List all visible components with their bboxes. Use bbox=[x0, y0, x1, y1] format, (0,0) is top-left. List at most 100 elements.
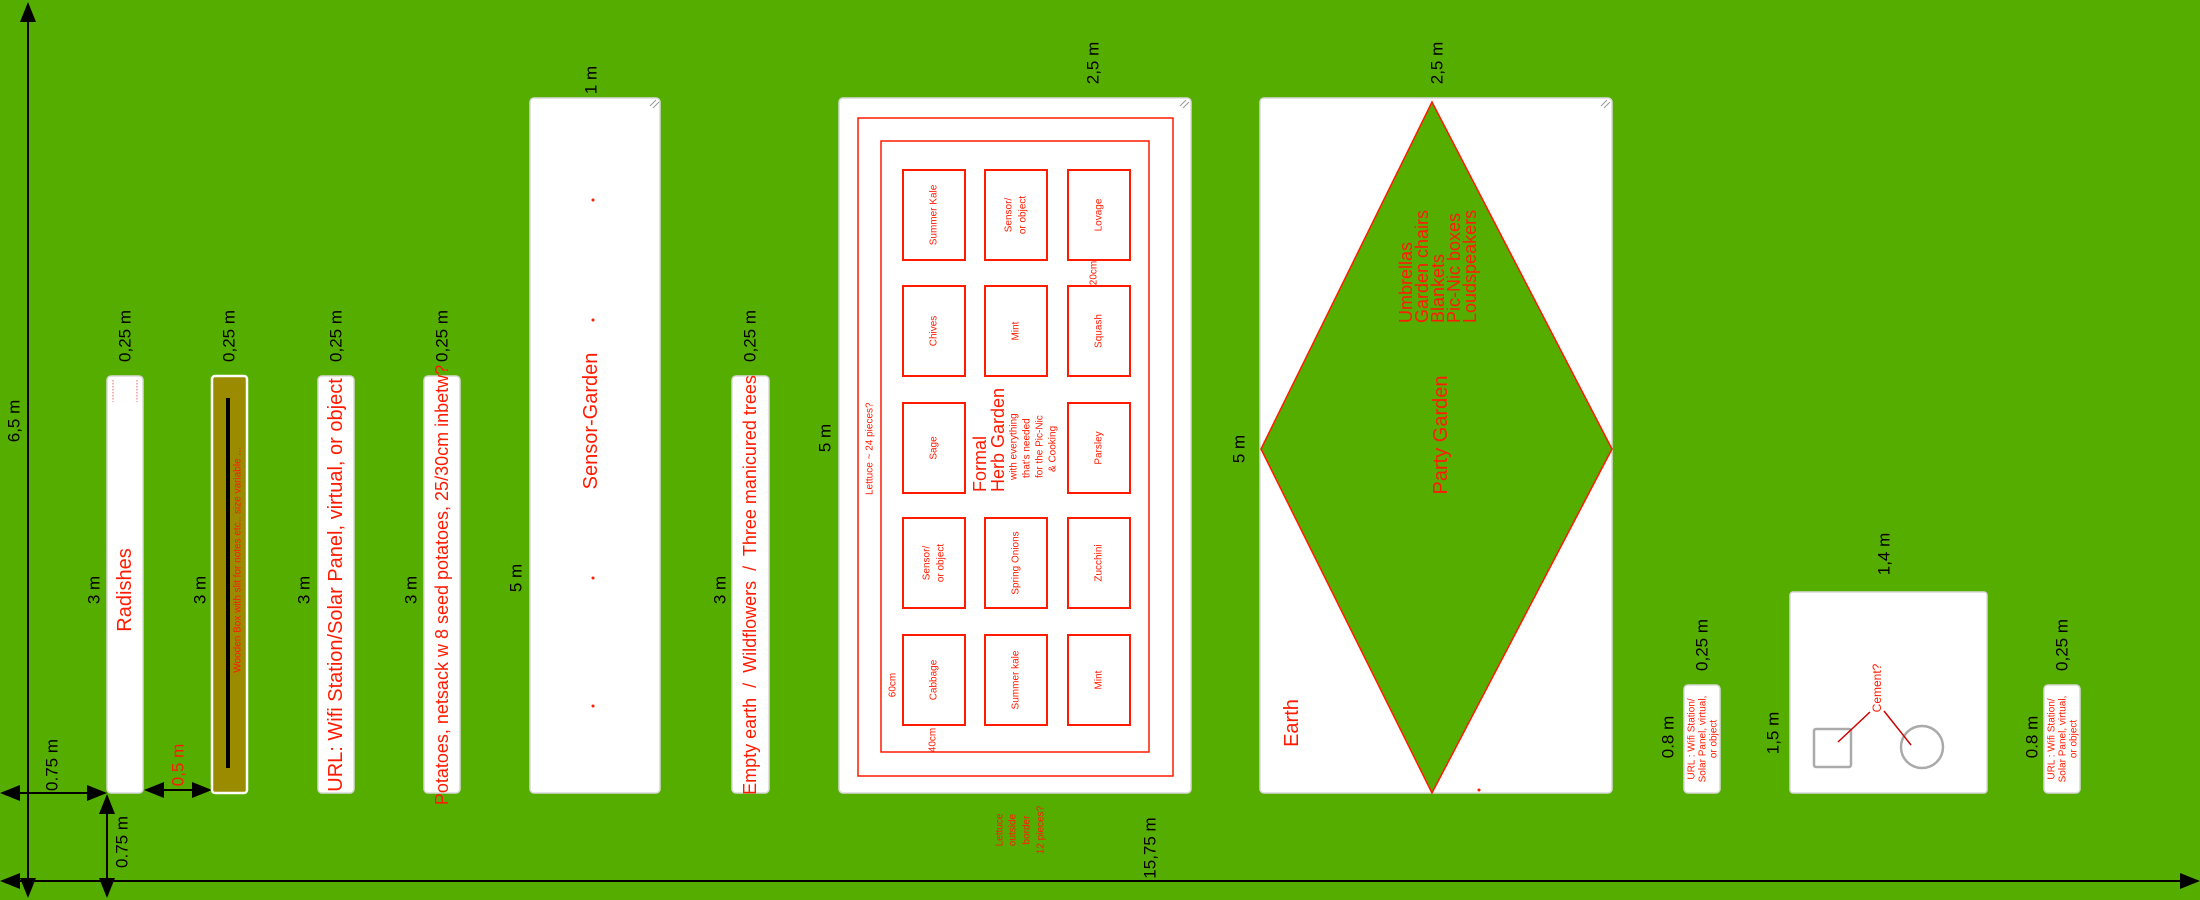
party-diamond bbox=[1260, 100, 1613, 795]
herb-garden-length-label: 5 m bbox=[816, 424, 835, 452]
herb-plot-label: Cabbage bbox=[929, 659, 940, 700]
party-garden-width-label: 2,5 m bbox=[1428, 42, 1447, 85]
herb-plot[interactable]: Sage bbox=[902, 402, 966, 494]
spacing-20cm-label: 20cm bbox=[1089, 261, 1100, 285]
herb-plot-label: Parsley bbox=[1094, 431, 1105, 464]
herb-plot-label: Lovage bbox=[1094, 198, 1105, 231]
herb-plot-label: Mint bbox=[1011, 321, 1022, 340]
herb-plot-label: Squash bbox=[1094, 314, 1105, 348]
lettuce-outside-label: Lettuce outside border 12 pieces? bbox=[995, 805, 1047, 854]
gap-label: 0,5 m bbox=[169, 744, 188, 787]
herb-plot-label: Summer Kale bbox=[929, 184, 940, 245]
herb-plot-label: or object bbox=[936, 544, 947, 583]
bed-url-wifi-station[interactable]: URL: Wifi Station/Solar Panel, virtual, … bbox=[317, 375, 355, 794]
small-bed-url-2[interactable]: URL : Wifi Station/ Solar Panel, virtual… bbox=[2043, 684, 2081, 794]
herb-garden-width-label: 2,5 m bbox=[1084, 42, 1103, 85]
herb-plot-label: Zucchini bbox=[1094, 544, 1105, 581]
lettuce-outside-line: outside bbox=[1008, 813, 1019, 846]
herb-plot[interactable]: Chives bbox=[902, 285, 966, 377]
spacing-60cm-label: 60cm bbox=[888, 673, 899, 697]
bed-wooden-box[interactable]: Wooden Box with slit for notes etc.. siz… bbox=[210, 374, 249, 795]
herb-subtitle-line: & Cooking bbox=[1048, 426, 1059, 472]
party-item: Pic-Nic boxes bbox=[1444, 213, 1464, 323]
herb-plot[interactable]: Parsley bbox=[1067, 402, 1131, 494]
herb-garden-title: Formal Herb Garden with everything that'… bbox=[970, 388, 1059, 492]
small-bed-length-label: 0.8 m bbox=[1659, 716, 1678, 759]
herb-plot[interactable]: Spring Onions bbox=[984, 517, 1048, 609]
bed-length-label: 3 m bbox=[191, 576, 210, 604]
party-garden-label: Party Garden bbox=[1430, 376, 1452, 495]
party-item: Blankets bbox=[1428, 254, 1448, 323]
cement-width-label: 1,4 m bbox=[1875, 533, 1894, 576]
herb-title-herb-garden: Herb Garden bbox=[988, 388, 1008, 492]
party-item: Umbrellas bbox=[1396, 242, 1416, 323]
party-item: Garden chairs bbox=[1412, 210, 1432, 323]
bed-potatoes[interactable]: Potatoes, netsack w 8 seed potatoes, 25/… bbox=[423, 365, 461, 805]
spacing-40cm-label: 40cm bbox=[928, 728, 939, 752]
earth-label: Earth bbox=[1281, 699, 1303, 747]
herb-plot[interactable]: Sensor/or object bbox=[984, 169, 1048, 261]
party-item: Loudspeakers bbox=[1460, 210, 1480, 323]
cement-label: Cement? bbox=[1870, 663, 1884, 712]
herb-plot-label: Sensor/ bbox=[922, 546, 933, 581]
herb-plot-label: or object bbox=[1018, 196, 1029, 235]
small-bed-line: Solar Panel, virtual, bbox=[2058, 696, 2069, 783]
small-bed-length-label: 0.8 m bbox=[2023, 716, 2042, 759]
herb-plot-label: Summer kale bbox=[1011, 650, 1022, 709]
herb-subtitle-line: that's needed bbox=[1022, 418, 1033, 478]
offset-bottom-label: 0.75 m bbox=[113, 816, 132, 868]
herb-title-formal: Formal bbox=[970, 436, 990, 492]
cement-length-label: 1,5 m bbox=[1764, 712, 1783, 755]
small-bed-width-label: 0,25 m bbox=[2053, 619, 2072, 671]
herb-plot[interactable]: Squash bbox=[1067, 285, 1131, 377]
bed-radishes[interactable]: Radishes bbox=[106, 375, 144, 794]
square-marker bbox=[1812, 727, 1853, 769]
herb-plot-label: Sensor/ bbox=[1004, 198, 1015, 233]
bed-label: Potatoes, netsack w 8 seed potatoes, 25/… bbox=[432, 365, 452, 805]
bed-width-label: 1 m bbox=[582, 66, 601, 94]
bed-label: Empty earth / Wildflowers / Three manicu… bbox=[740, 375, 760, 795]
bed-length-label: 5 m bbox=[507, 564, 526, 592]
circle-marker bbox=[1899, 724, 1945, 770]
bed-label: URL: Wifi Station/Solar Panel, virtual, … bbox=[325, 378, 347, 792]
bed-width-label: 0,25 m bbox=[327, 310, 346, 362]
bed-length-label: 3 m bbox=[711, 576, 730, 604]
herb-plot[interactable]: Summer Kale bbox=[902, 169, 966, 261]
bed-length-label: 3 m bbox=[295, 576, 314, 604]
overall-width-label: 15,75 m bbox=[1141, 817, 1160, 878]
bed-width-label: 0,25 m bbox=[220, 310, 239, 362]
herb-plot[interactable]: Summer kale bbox=[984, 634, 1048, 726]
lettuce-outside-line: border bbox=[1022, 815, 1033, 845]
bed-width-label: 0,25 m bbox=[741, 310, 760, 362]
bed-sensor-garden[interactable]: Sensor-Garden bbox=[529, 97, 661, 794]
lettuce-inside-label: Lettuce ~ 24 pieces? bbox=[865, 402, 876, 495]
herb-plot[interactable]: Cabbage bbox=[902, 634, 966, 726]
party-garden-length-label: 5 m bbox=[1230, 435, 1249, 463]
herb-plot[interactable]: Zucchini bbox=[1067, 517, 1131, 609]
bed-length-label: 3 m bbox=[402, 576, 421, 604]
bed-width-label: 0,25 m bbox=[116, 310, 135, 362]
herb-plot[interactable]: Sensor/or object bbox=[902, 517, 966, 609]
small-bed-line: URL : Wifi Station/ bbox=[2047, 698, 2058, 780]
herb-plot-label: Chives bbox=[929, 316, 940, 347]
herb-garden[interactable]: Lettuce ~ 24 pieces? 20cm 60cm 40cm Form… bbox=[838, 97, 1192, 794]
bed-empty-earth[interactable]: Empty earth / Wildflowers / Three manicu… bbox=[731, 375, 770, 795]
herb-subtitle-line: with everything bbox=[1009, 413, 1020, 481]
lettuce-outside-line: Lettuce bbox=[995, 813, 1006, 846]
bed-length-label: 3 m bbox=[85, 576, 104, 604]
bed-width-label: 0,25 m bbox=[433, 310, 452, 362]
herb-plot-label: Spring Onions bbox=[1011, 531, 1022, 594]
herb-plot[interactable]: Mint bbox=[984, 285, 1048, 377]
small-bed-line: Solar Panel, virtual, bbox=[1698, 696, 1709, 783]
herb-plot-label: Sage bbox=[929, 436, 940, 460]
herb-subtitle-line: for the Pic-Nic bbox=[1035, 415, 1046, 478]
small-bed-line: URL : Wifi Station/ bbox=[1687, 698, 1698, 780]
herb-plot[interactable]: Mint bbox=[1067, 634, 1131, 726]
cement-area[interactable]: Cement? bbox=[1789, 591, 1988, 794]
bed-label: Sensor-Garden bbox=[580, 353, 602, 490]
herb-plot[interactable]: Lovage bbox=[1067, 169, 1131, 261]
small-bed-url-1[interactable]: URL : Wifi Station/ Solar Panel, virtual… bbox=[1683, 684, 1721, 794]
